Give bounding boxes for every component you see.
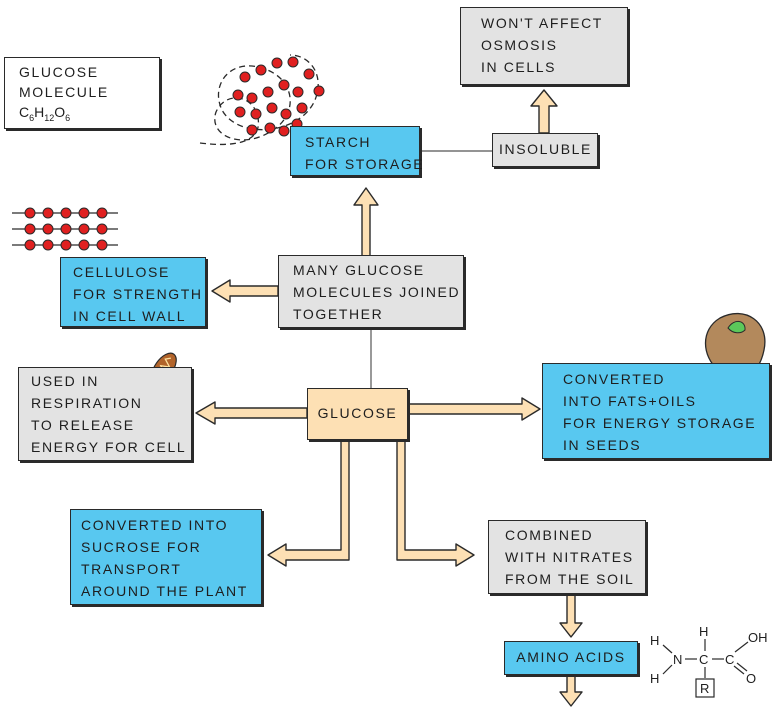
cellulose-box: CELLULOSE FOR STRENGTH IN CELL WALL [60, 257, 206, 327]
amino-acids-box: AMINO ACIDS [504, 641, 638, 675]
osmosis-line-3: IN CELLS [481, 59, 557, 75]
arrow-to-cellulose [211, 279, 279, 303]
fats-line-4: IN SEEDS [563, 437, 642, 453]
osmosis-line-2: OSMOSIS [481, 37, 558, 53]
glucose-box: GLUCOSE [307, 388, 408, 440]
respiration-line-4: ENERGY FOR CELL [31, 439, 187, 455]
starch-line-2: FOR STORAGE [305, 156, 425, 172]
amino-c-alpha: C [699, 652, 708, 667]
arrow-to-amino [559, 593, 583, 638]
many-glucose-line-2: MOLECULES JOINED [293, 284, 461, 300]
arrow-to-starch [353, 187, 379, 257]
starch-line-1: STARCH [305, 134, 372, 150]
sucrose-line-3: TRANSPORT [81, 561, 182, 577]
sucrose-line-1: CONVERTED INTO [81, 517, 229, 533]
fats-box: CONVERTED INTO FATS+OILS FOR ENERGY STOR… [542, 363, 770, 459]
sucrose-line-4: AROUND THE PLANT [81, 583, 248, 599]
key-line-2: MOLECULE [19, 84, 109, 100]
amino-acids-label: AMINO ACIDS [516, 649, 626, 665]
arrow-to-osmosis [530, 89, 558, 134]
nitrates-line-1: COMBINED [505, 527, 594, 543]
respiration-line-3: TO RELEASE [31, 417, 135, 433]
amino-oh: OH [748, 630, 768, 645]
fats-line-2: INTO FATS+OILS [563, 393, 697, 409]
key-box: GLUCOSE MOLECULE C6H12O6 [4, 57, 160, 129]
nitrates-line-3: FROM THE SOIL [505, 571, 635, 587]
arrow-to-nitrates [396, 439, 475, 567]
starch-box: STARCH FOR STORAGE [290, 126, 425, 176]
sucrose-box: CONVERTED INTO SUCROSE FOR TRANSPORT ARO… [70, 509, 262, 605]
arrow-to-respiration [195, 401, 308, 425]
glucose-label: GLUCOSE [317, 405, 398, 421]
cellulose-line-1: CELLULOSE [73, 264, 170, 280]
amino-h-bottom-left: H [650, 671, 659, 686]
amino-o: O [746, 671, 756, 686]
key-formula: C6H12O6 [19, 104, 71, 123]
cellulose-molecule-icon [12, 207, 118, 251]
nitrates-line-2: WITH NITRATES [505, 549, 634, 565]
many-glucose-line-1: MANY GLUCOSE [293, 262, 425, 278]
arrow-to-fats [407, 397, 541, 421]
osmosis-line-1: WON'T AFFECT [481, 15, 603, 31]
insoluble-label: INSOLUBLE [499, 141, 592, 157]
fats-line-1: CONVERTED [563, 371, 666, 387]
sucrose-line-2: SUCROSE FOR [81, 539, 202, 555]
amino-c-carboxyl: C [725, 652, 734, 667]
osmosis-box: WON'T AFFECT OSMOSIS IN CELLS [460, 7, 628, 85]
arrow-below-amino [559, 675, 583, 707]
many-glucose-box: MANY GLUCOSE MOLECULES JOINED TOGETHER [278, 255, 464, 328]
key-line-1: GLUCOSE [19, 64, 99, 80]
amino-h-top-left: H [650, 633, 659, 648]
amino-n: N [673, 652, 682, 667]
insoluble-box: INSOLUBLE [492, 133, 598, 167]
respiration-line-2: RESPIRATION [31, 395, 143, 411]
fats-line-3: FOR ENERGY STORAGE [563, 415, 757, 431]
arrow-to-sucrose [267, 439, 350, 567]
respiration-box: USED IN RESPIRATION TO RELEASE ENERGY FO… [18, 367, 192, 461]
amino-h-top: H [699, 624, 708, 639]
starch-molecule-icon [199, 54, 325, 146]
amino-r: R [700, 681, 709, 696]
amino-acid-structure [662, 639, 749, 698]
nitrates-box: COMBINED WITH NITRATES FROM THE SOIL [488, 520, 646, 594]
cellulose-line-3: IN CELL WALL [73, 308, 187, 324]
cellulose-line-2: FOR STRENGTH [73, 286, 203, 302]
respiration-line-1: USED IN [31, 373, 99, 389]
many-glucose-line-3: TOGETHER [293, 306, 384, 322]
